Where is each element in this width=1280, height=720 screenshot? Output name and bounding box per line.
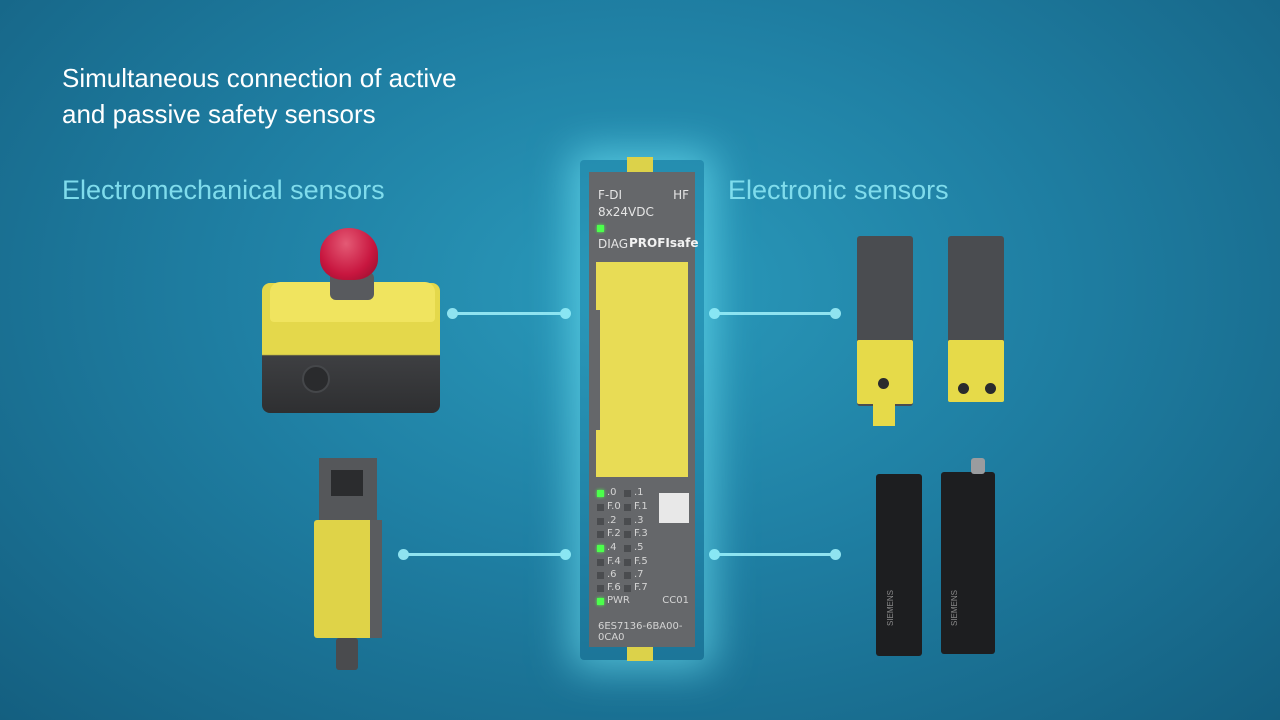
module-cc-label: CC01 bbox=[662, 595, 689, 606]
channel-led bbox=[624, 545, 631, 552]
pwr-led bbox=[597, 598, 604, 605]
channel-led bbox=[624, 559, 631, 566]
mag-sensor-2-brand: SIEMENS bbox=[950, 590, 959, 627]
mag-sensor-2 bbox=[941, 472, 995, 654]
channel-led bbox=[597, 545, 604, 552]
panel-notch bbox=[596, 310, 600, 430]
channel-led bbox=[597, 559, 604, 566]
estop-cable-entry bbox=[302, 365, 330, 393]
connector-top-right bbox=[709, 308, 841, 319]
channel-led bbox=[624, 572, 631, 579]
module-bottom-tab bbox=[627, 645, 653, 661]
channel-label: F.0 bbox=[607, 501, 621, 512]
channel-label: F.5 bbox=[634, 556, 648, 567]
connector-bottom-left bbox=[398, 549, 571, 560]
channel-label: F.7 bbox=[634, 582, 648, 593]
channel-label: F.4 bbox=[607, 556, 621, 567]
module-hf: HF bbox=[673, 188, 689, 202]
module-profisafe: PROFIsafe bbox=[629, 236, 699, 250]
rfid-sensor-2-yellow bbox=[948, 340, 1004, 402]
channel-led bbox=[597, 518, 604, 525]
headline-line-2: and passive safety sensors bbox=[62, 99, 376, 129]
fdi-module: F-DI HF 8x24VDC DIAG PROFIsafe .0 .1 F.0… bbox=[589, 172, 699, 647]
limit-switch-body bbox=[314, 520, 380, 638]
channel-led bbox=[597, 490, 604, 497]
connector-top-left bbox=[447, 308, 571, 319]
pwr-label: PWR bbox=[607, 595, 630, 606]
limit-switch-slot bbox=[331, 470, 363, 496]
channel-led bbox=[624, 490, 631, 497]
channel-label: .0 bbox=[607, 487, 617, 498]
channel-label: .4 bbox=[607, 542, 617, 553]
module-title: F-DI bbox=[598, 188, 623, 202]
mag-sensor-2-connector bbox=[971, 458, 985, 474]
module-diag: DIAG bbox=[598, 237, 629, 251]
estop-red-button bbox=[320, 228, 378, 280]
headline: Simultaneous connection of active and pa… bbox=[62, 60, 582, 132]
channel-label: F.1 bbox=[634, 501, 648, 512]
channel-label: F.6 bbox=[607, 582, 621, 593]
channel-label: .5 bbox=[634, 542, 644, 553]
module-subtitle: 8x24VDC bbox=[598, 205, 654, 219]
connector-bottom-right bbox=[709, 549, 841, 560]
mag-sensor-1 bbox=[876, 474, 922, 656]
channel-led bbox=[597, 531, 604, 538]
channel-label: F.2 bbox=[607, 528, 621, 539]
channel-led bbox=[624, 531, 631, 538]
channel-label: F.3 bbox=[634, 528, 648, 539]
rfid-sensor-2-hole bbox=[985, 383, 996, 394]
module-label-panel bbox=[596, 262, 688, 477]
module-qr-area bbox=[659, 493, 689, 523]
diag-led bbox=[597, 225, 604, 232]
limit-switch-gland bbox=[336, 638, 358, 670]
channel-label: .6 bbox=[607, 569, 617, 580]
channel-label: .7 bbox=[634, 569, 644, 580]
module-top-tab bbox=[627, 157, 653, 173]
channel-led bbox=[624, 585, 631, 592]
channel-led bbox=[597, 504, 604, 511]
rfid-sensor-1-yellow bbox=[857, 340, 913, 404]
mag-sensor-1-brand: SIEMENS bbox=[886, 590, 895, 627]
channel-label: .2 bbox=[607, 515, 617, 526]
rfid-sensor-1-hole bbox=[878, 378, 889, 389]
module-part-number: 6ES7136-6BA00-0CA0 bbox=[598, 621, 683, 643]
electronic-label: Electronic sensors bbox=[728, 175, 949, 205]
electromechanical-label: Electromechanical sensors bbox=[62, 175, 385, 205]
limit-switch-side bbox=[370, 520, 382, 638]
rfid-sensor-1-connector bbox=[873, 404, 895, 426]
channel-led bbox=[597, 572, 604, 579]
channel-led bbox=[624, 504, 631, 511]
channel-label: .1 bbox=[634, 487, 644, 498]
headline-line-1: Simultaneous connection of active bbox=[62, 63, 457, 93]
rfid-sensor-2-hole bbox=[958, 383, 969, 394]
channel-led bbox=[597, 585, 604, 592]
channel-label: .3 bbox=[634, 515, 644, 526]
channel-led bbox=[624, 518, 631, 525]
